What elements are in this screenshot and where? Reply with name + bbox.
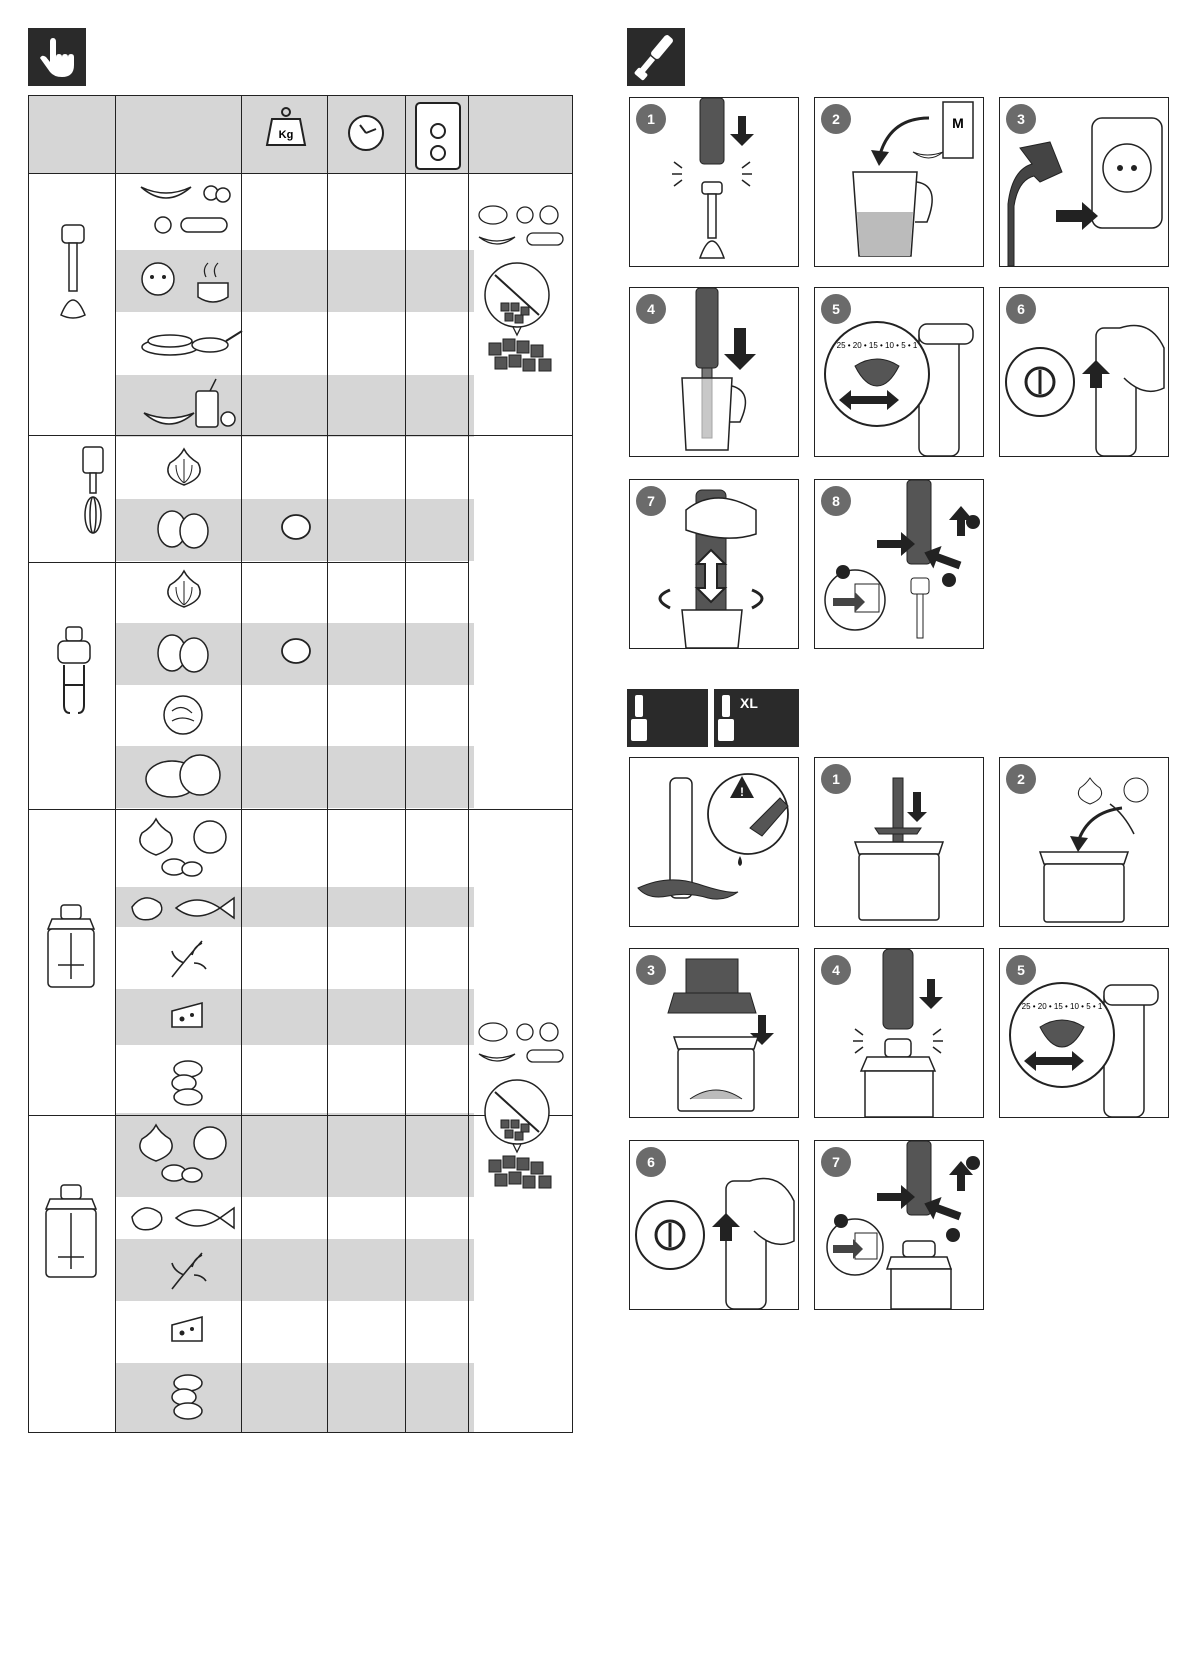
- step-number: 5: [1006, 955, 1036, 985]
- xl-chopper-label: XL: [740, 695, 758, 711]
- step-number: 6: [1006, 294, 1036, 324]
- blender-badge-icon: [627, 28, 685, 86]
- dough-icon: [158, 691, 208, 739]
- power-on-icon: [635, 1177, 795, 1309]
- table-row: [116, 375, 474, 437]
- smoothie-icon: [138, 377, 243, 433]
- step-number: 2: [821, 104, 851, 134]
- usage-table: Kg: [28, 95, 573, 1433]
- step-number: 4: [636, 294, 666, 324]
- small-chopper-icon: [44, 903, 98, 993]
- step-panel-4: 4: [629, 287, 799, 457]
- baby-food-icon: [136, 253, 236, 309]
- place-lid-icon: [667, 958, 774, 1112]
- speed-dial-icon: 25 • 20 • 15 • 10 • 5 • 1: [824, 321, 974, 456]
- chopper-step-2: 2: [999, 757, 1169, 927]
- step-number: 5: [821, 294, 851, 324]
- xl-chopper-icon: [40, 1183, 102, 1283]
- step-number: 7: [821, 1147, 851, 1177]
- batter-icon: [140, 323, 245, 363]
- step-number: 1: [636, 104, 666, 134]
- nuts-icon: [164, 1371, 210, 1421]
- garlic-icon: [160, 445, 208, 489]
- egg-icon: [278, 509, 314, 545]
- add-ingredients-icon: [1038, 777, 1149, 923]
- cut-into-cubes-icon: [473, 203, 569, 383]
- table-row: [116, 1113, 474, 1197]
- eggs-icon: [150, 505, 216, 551]
- step-panel-5: 5 25 • 20 • 15 • 10 • 5 • 1: [814, 287, 984, 457]
- onion-garlic-icon: [128, 1119, 240, 1189]
- table-row: [116, 250, 474, 312]
- unplug-detach-icon: [824, 480, 980, 639]
- meat-fish-icon: [126, 1201, 242, 1235]
- step-number: 7: [636, 486, 666, 516]
- power-on-icon: [1005, 324, 1165, 456]
- speed-scale-label: 25 • 20 • 15 • 10 • 5 • 1: [1022, 1002, 1103, 1011]
- herbs-icon: [164, 935, 208, 981]
- step-number: 3: [1006, 104, 1036, 134]
- cheese-icon: [168, 999, 208, 1033]
- chopper-step-7: 7: [814, 1140, 984, 1310]
- xl-chopper-badge: XL: [714, 689, 799, 747]
- step-panel-6: 6: [999, 287, 1169, 457]
- eggs-icon: [150, 629, 216, 675]
- speed-dial-icon: 25 • 20 • 15 • 10 • 5 • 1: [1009, 982, 1159, 1117]
- step-number: 6: [636, 1147, 666, 1177]
- weight-icon: Kg: [264, 105, 308, 149]
- herbs-icon: [164, 1247, 208, 1293]
- svg-text:M: M: [952, 115, 964, 131]
- step-panel-8: 8: [814, 479, 984, 649]
- blade-warning-icon: !: [637, 773, 789, 900]
- whisk-icon: [78, 445, 108, 535]
- step-panel-3: 3: [999, 97, 1169, 267]
- table-row: [116, 887, 474, 927]
- cheese-icon: [168, 1313, 208, 1347]
- immerse-wand-icon: [681, 288, 756, 451]
- svg-text:Kg: Kg: [279, 129, 294, 141]
- cut-into-cubes-icon: [473, 1020, 569, 1200]
- potatoes-icon: [142, 747, 226, 803]
- small-chopper-badge: [627, 689, 708, 747]
- speed-control-icon: [414, 101, 462, 171]
- plug-in-icon: [1007, 117, 1163, 266]
- step-number: 3: [636, 955, 666, 985]
- insert-blade-icon: [853, 777, 945, 921]
- attach-wand-icon: [672, 98, 754, 259]
- meat-fish-icon: [126, 891, 242, 925]
- attach-motor-icon: [853, 949, 943, 1117]
- step-panel-2: 2 M: [814, 97, 984, 267]
- chopper-warning-panel: !: [629, 757, 799, 927]
- table-border: [28, 95, 573, 1433]
- chopper-step-3: 3: [629, 948, 799, 1118]
- nuts-icon: [164, 1057, 210, 1107]
- onion-garlic-icon: [128, 813, 240, 883]
- step-panel-7: 7: [629, 479, 799, 649]
- chopper-step-6: 6: [629, 1140, 799, 1310]
- fill-beaker-icon: M: [852, 101, 974, 257]
- chopper-step-5: 5 25 • 20 • 15 • 10 • 5 • 1: [999, 948, 1169, 1118]
- svg-text:!: !: [740, 785, 744, 799]
- chopper-step-1: 1: [814, 757, 984, 927]
- move-up-down-icon: [658, 489, 764, 648]
- chopper-step-4: 4: [814, 948, 984, 1118]
- garlic-icon: [160, 567, 208, 611]
- blender-wand-icon: [56, 223, 90, 323]
- egg-icon: [278, 633, 314, 669]
- step-number: 4: [821, 955, 851, 985]
- step-number: 2: [1006, 764, 1036, 794]
- timer-icon: [344, 109, 388, 153]
- kneading-hooks-icon: [54, 625, 94, 725]
- step-number: 1: [821, 764, 851, 794]
- step-number: 8: [821, 486, 851, 516]
- speed-scale-label: 25 • 20 • 15 • 10 • 5 • 1: [837, 341, 918, 350]
- unplug-detach-icon: [826, 1141, 980, 1309]
- fruit-vegetables-icon: [133, 175, 243, 245]
- step-panel-1: 1: [629, 97, 799, 267]
- tip-hand-icon: [28, 28, 86, 86]
